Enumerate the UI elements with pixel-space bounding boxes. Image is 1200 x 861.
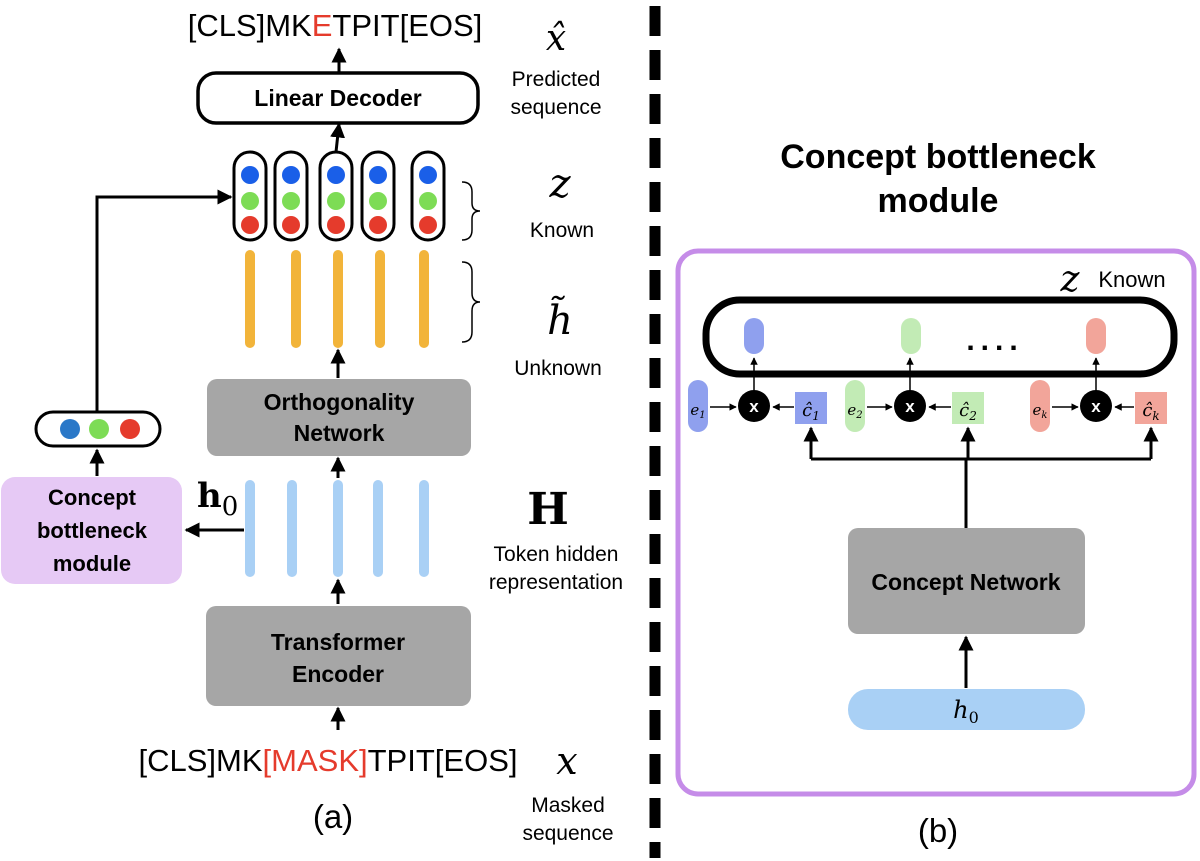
orthogonality-network-label-2: Network <box>294 420 385 446</box>
z-slot-blue <box>744 318 764 354</box>
cbm-label-line2: bottleneck <box>37 518 148 543</box>
multiply-node-k <box>1080 390 1112 422</box>
token-hidden-label-1: Token hidden <box>494 543 619 566</box>
c2-label: ĉ2 <box>959 400 977 423</box>
e1-label: e1 <box>690 401 705 421</box>
z-dot-green <box>241 192 259 210</box>
e1-embedding <box>688 380 708 432</box>
cbm-label-line1: Concept <box>48 485 137 510</box>
caption-a: (a) <box>313 798 353 835</box>
x-symbol: x <box>556 739 577 783</box>
predicted-label-1: Predicted <box>512 68 601 91</box>
ck-concept <box>1135 392 1167 424</box>
multiply-node-2 <box>894 390 926 422</box>
transformer-encoder-box <box>206 606 471 706</box>
e2-label: e2 <box>847 401 862 421</box>
brace-z <box>461 181 481 241</box>
z-known-vectors <box>232 150 446 242</box>
z-dot-green <box>327 192 345 210</box>
brace-h-tilde <box>461 261 481 343</box>
blue-bar <box>419 480 429 577</box>
blue-bar <box>287 480 297 577</box>
z-dot-green <box>369 192 387 210</box>
h0-label-left: h0 <box>197 476 238 522</box>
arrow-concepts-to-z <box>95 189 233 411</box>
c1-label: ĉ1 <box>802 400 820 423</box>
cbm-label-line3: module <box>53 551 131 576</box>
masked-sequence-text: [CLS]MK[MASK]TPIT[EOS] <box>139 743 518 778</box>
orange-bar <box>245 250 255 348</box>
concept-dot-red <box>120 419 140 439</box>
cbm-box-left <box>1 477 182 584</box>
cbm-title-line1: Concept bottleneck <box>780 138 1096 176</box>
z-dot-blue <box>327 166 345 184</box>
h0-input-bar <box>848 689 1085 730</box>
z-dot-green <box>419 192 437 210</box>
orange-bar <box>333 250 343 348</box>
ek-embedding <box>1030 380 1050 432</box>
ellipsis-dots: .... <box>966 324 1023 357</box>
z-dot-blue <box>282 166 300 184</box>
predicted-sequence-text: [CLS]MKETPIT[EOS] <box>188 8 483 43</box>
H-symbol: H <box>527 484 569 535</box>
orange-bar <box>375 250 385 348</box>
concept-network-box <box>848 528 1085 634</box>
multiply-symbol-1: x <box>749 397 759 416</box>
known-label-right: Known <box>1098 267 1165 292</box>
known-label: Known <box>530 219 594 242</box>
c1-concept <box>795 392 827 424</box>
masked-label-2: sequence <box>522 822 613 845</box>
z-dot-red <box>241 216 259 234</box>
concept-dot-blue <box>60 419 80 439</box>
z-dot-red <box>419 216 437 234</box>
z-dot-blue <box>241 166 259 184</box>
ek-label: ek <box>1033 401 1048 421</box>
ck-label: ĉk <box>1142 400 1159 423</box>
c2-concept <box>952 392 984 424</box>
orange-bar <box>419 250 429 348</box>
token-hidden-vectors <box>245 480 429 577</box>
e2-embedding <box>845 380 865 432</box>
multiply-symbol-2: x <box>905 397 915 416</box>
linear-decoder-label: Linear Decoder <box>254 85 421 111</box>
caption-b: (b) <box>918 812 958 849</box>
orange-bar <box>291 250 301 348</box>
transformer-encoder-label: Transformer <box>271 629 405 655</box>
h0-label-right: h0 <box>953 696 979 727</box>
blue-bar <box>333 480 343 577</box>
z-dot-green <box>282 192 300 210</box>
concept-network-label: Concept Network <box>871 569 1060 595</box>
concept-dot-green <box>89 419 109 439</box>
unknown-label: Unknown <box>514 357 602 380</box>
z-dot-red <box>327 216 345 234</box>
blue-bar <box>245 480 255 577</box>
cbm-title-line2: module <box>878 182 999 220</box>
x-hat-symbol: x̂ <box>546 18 566 59</box>
multiply-node-1 <box>738 390 770 422</box>
z-dot-red <box>282 216 300 234</box>
blue-bar <box>373 480 383 577</box>
masked-label-1: Masked <box>531 794 605 817</box>
z-symbol-right: z <box>1060 259 1081 300</box>
predicted-label-2: sequence <box>510 96 601 119</box>
h-tilde-symbol: h̃ <box>547 295 573 344</box>
multiply-symbol-k: x <box>1091 397 1101 416</box>
z-output-capsule <box>702 296 1178 378</box>
orthogonality-network-label: Orthogonality <box>264 389 415 415</box>
h-tilde-unknown-vectors <box>245 250 429 348</box>
z-symbol: z <box>548 161 571 207</box>
z-slot-red <box>1086 318 1106 354</box>
orthogonality-network-box <box>207 379 471 456</box>
z-dot-blue <box>419 166 437 184</box>
z-slot-green <box>901 318 921 354</box>
token-hidden-label-2: representation <box>489 571 623 594</box>
z-dot-red <box>369 216 387 234</box>
cbm-detail-frame <box>675 248 1197 797</box>
z-dot-blue <box>369 166 387 184</box>
arrow-z-to-decoder <box>330 122 346 153</box>
transformer-encoder-label-2: Encoder <box>292 661 384 687</box>
